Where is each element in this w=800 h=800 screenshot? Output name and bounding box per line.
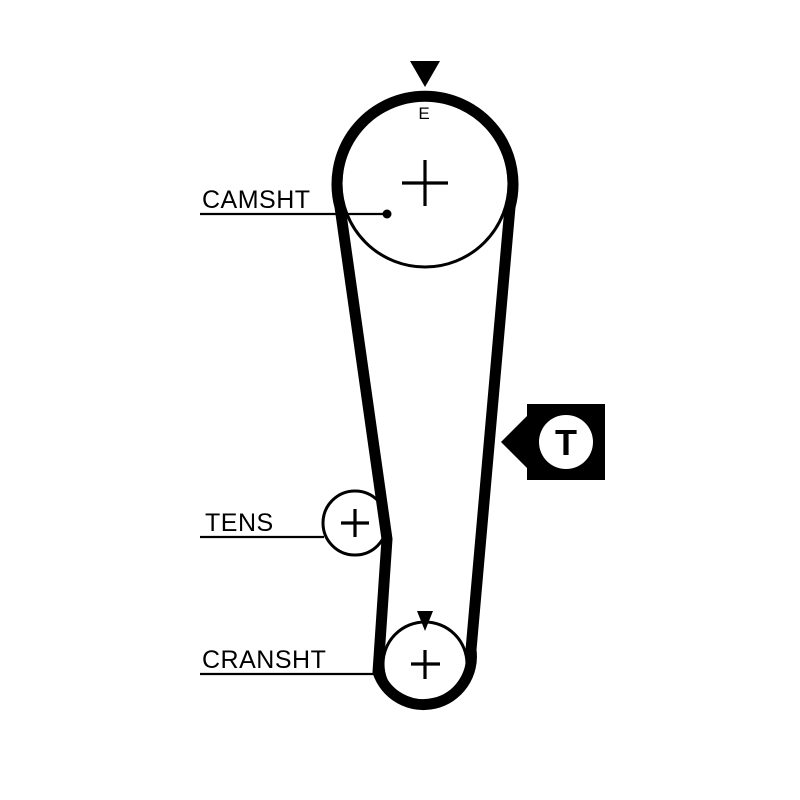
rotation-badge: T xyxy=(501,404,605,480)
crankshaft-cross-icon xyxy=(411,650,440,679)
crankshaft-label: CRANSHT xyxy=(202,646,326,674)
rotation-badge-circle xyxy=(539,415,593,469)
rotation-badge-arrow-icon xyxy=(501,416,527,468)
camshaft-mark: E xyxy=(418,104,429,123)
camshaft-cross-icon xyxy=(402,160,448,206)
crankshaft-arrow-icon xyxy=(417,611,433,631)
tensioner-label: TENS xyxy=(205,509,274,537)
rotation-badge-letter: T xyxy=(555,422,577,463)
tensioner-cross-icon xyxy=(341,509,369,537)
tensioner-pulley xyxy=(321,489,389,557)
camshaft-pulley xyxy=(339,97,511,269)
camshaft-arrow-icon xyxy=(410,61,440,87)
camshaft-label: CAMSHT xyxy=(202,186,311,214)
camshaft-leader-dot xyxy=(382,209,392,219)
